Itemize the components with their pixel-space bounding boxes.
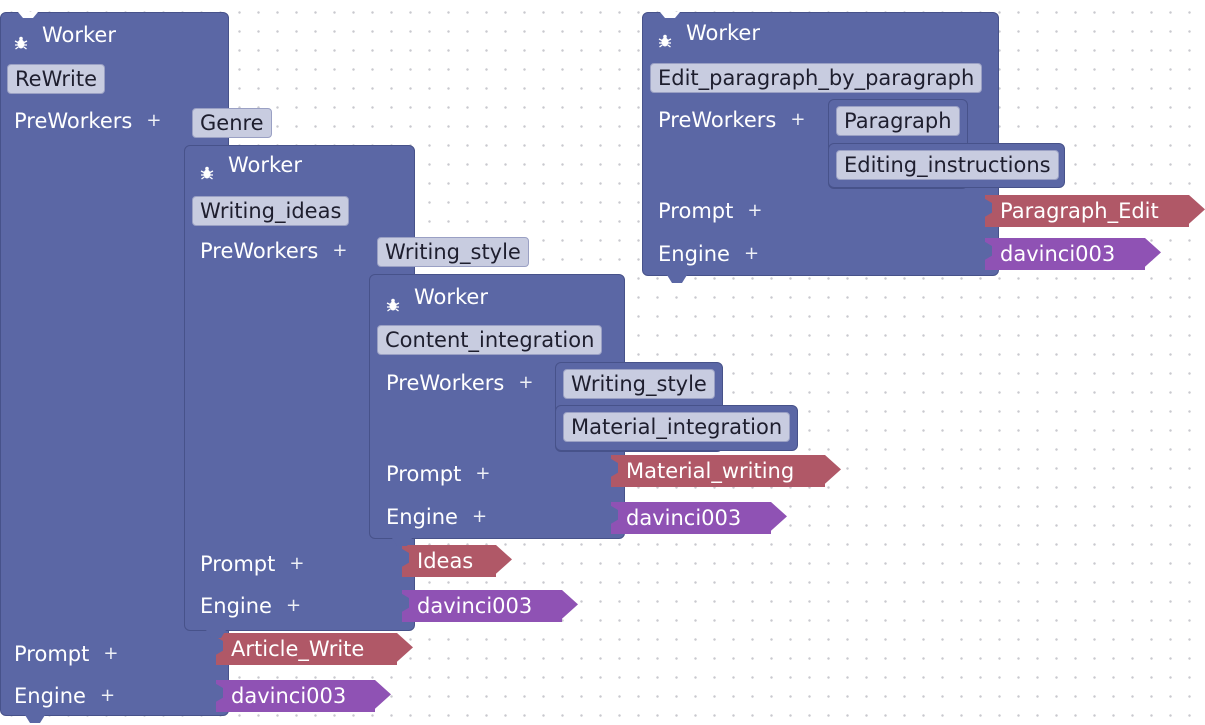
add-prompt-button[interactable]: + [103, 643, 119, 664]
add-engine-button[interactable]: + [285, 595, 302, 616]
worker-name-field[interactable]: Edit_paragraph_by_paragraph [650, 63, 983, 93]
prompt-label: Prompt + [200, 549, 304, 579]
preworker-chip[interactable]: Paragraph [836, 106, 960, 136]
worker-title: Worker [228, 153, 302, 177]
preworkers-text: PreWorkers [658, 108, 777, 132]
preworkers-label: PreWorkers + [200, 236, 347, 266]
engine-label: Engine + [14, 681, 115, 711]
worker-header: Worker [386, 282, 488, 312]
engine-label: Engine + [658, 239, 759, 269]
worker-title: Worker [686, 21, 760, 45]
add-engine-button[interactable]: + [743, 243, 760, 264]
worker-title: Worker [42, 23, 116, 47]
add-preworker-button[interactable]: + [146, 110, 162, 131]
preworkers-text: PreWorkers [200, 239, 319, 263]
bug-icon [658, 26, 672, 48]
preworker-chip[interactable]: Writing_style [563, 369, 715, 399]
prompt-value-block[interactable]: Paragraph_Edit [985, 195, 1205, 227]
engine-text: Engine [200, 594, 272, 618]
preworkers-label: PreWorkers + [386, 368, 533, 398]
engine-label: Engine + [200, 591, 301, 621]
prompt-text: Prompt [14, 642, 90, 666]
add-preworker-button[interactable]: + [518, 372, 534, 393]
preworker-chip[interactable]: Material_integration [563, 412, 791, 442]
worker-header: Worker [14, 20, 116, 50]
block-top-notch [18, 12, 38, 18]
preworkers-label: PreWorkers + [14, 106, 161, 136]
prompt-value-block[interactable]: Article_Write [216, 633, 413, 665]
prompt-label: Prompt + [658, 196, 762, 226]
bug-icon [386, 290, 400, 312]
add-prompt-button[interactable]: + [289, 553, 305, 574]
preworkers-text: PreWorkers [386, 371, 505, 395]
worker-header: Worker [200, 150, 302, 180]
add-preworker-button[interactable]: + [332, 240, 348, 261]
preworkers-text: PreWorkers [14, 109, 133, 133]
engine-value-block[interactable]: davinci003 [611, 502, 787, 534]
engine-label: Engine + [386, 502, 487, 532]
bug-icon [14, 28, 28, 50]
worker-title: Worker [414, 285, 488, 309]
block-bottom-connector [667, 275, 687, 283]
worker-name-field[interactable]: ReWrite [7, 64, 106, 94]
block-bottom-connector [25, 715, 45, 723]
preworker-chip[interactable]: Genre [192, 108, 272, 138]
prompt-label: Prompt + [14, 639, 118, 669]
prompt-label: Prompt + [386, 459, 490, 489]
preworker-chip[interactable]: Editing_instructions [836, 150, 1059, 180]
worker-header: Worker [658, 18, 760, 48]
bug-icon [200, 158, 214, 180]
preworker-chip[interactable]: Writing_style [377, 237, 529, 267]
prompt-value-block[interactable]: Ideas [402, 545, 512, 577]
prompt-text: Prompt [658, 199, 734, 223]
block-top-notch [660, 12, 680, 18]
worker-name-field[interactable]: Content_integration [377, 325, 603, 355]
preworkers-label: PreWorkers + [658, 105, 805, 135]
prompt-text: Prompt [386, 462, 462, 486]
add-preworker-button[interactable]: + [790, 109, 806, 130]
block-bottom-connector [392, 538, 412, 546]
engine-value-block[interactable]: davinci003 [402, 590, 578, 622]
add-engine-button[interactable]: + [471, 506, 488, 527]
add-prompt-button[interactable]: + [747, 200, 763, 221]
worker-name-field[interactable]: Writing_ideas [192, 196, 350, 226]
engine-value-block[interactable]: davinci003 [985, 238, 1161, 270]
add-engine-button[interactable]: + [99, 685, 116, 706]
engine-text: Engine [14, 684, 86, 708]
add-prompt-button[interactable]: + [475, 463, 491, 484]
engine-text: Engine [386, 505, 458, 529]
block-bottom-connector [206, 630, 226, 638]
prompt-text: Prompt [200, 552, 276, 576]
engine-value-block[interactable]: davinci003 [216, 680, 391, 712]
engine-text: Engine [658, 242, 730, 266]
prompt-value-block[interactable]: Material_writing [611, 455, 841, 487]
